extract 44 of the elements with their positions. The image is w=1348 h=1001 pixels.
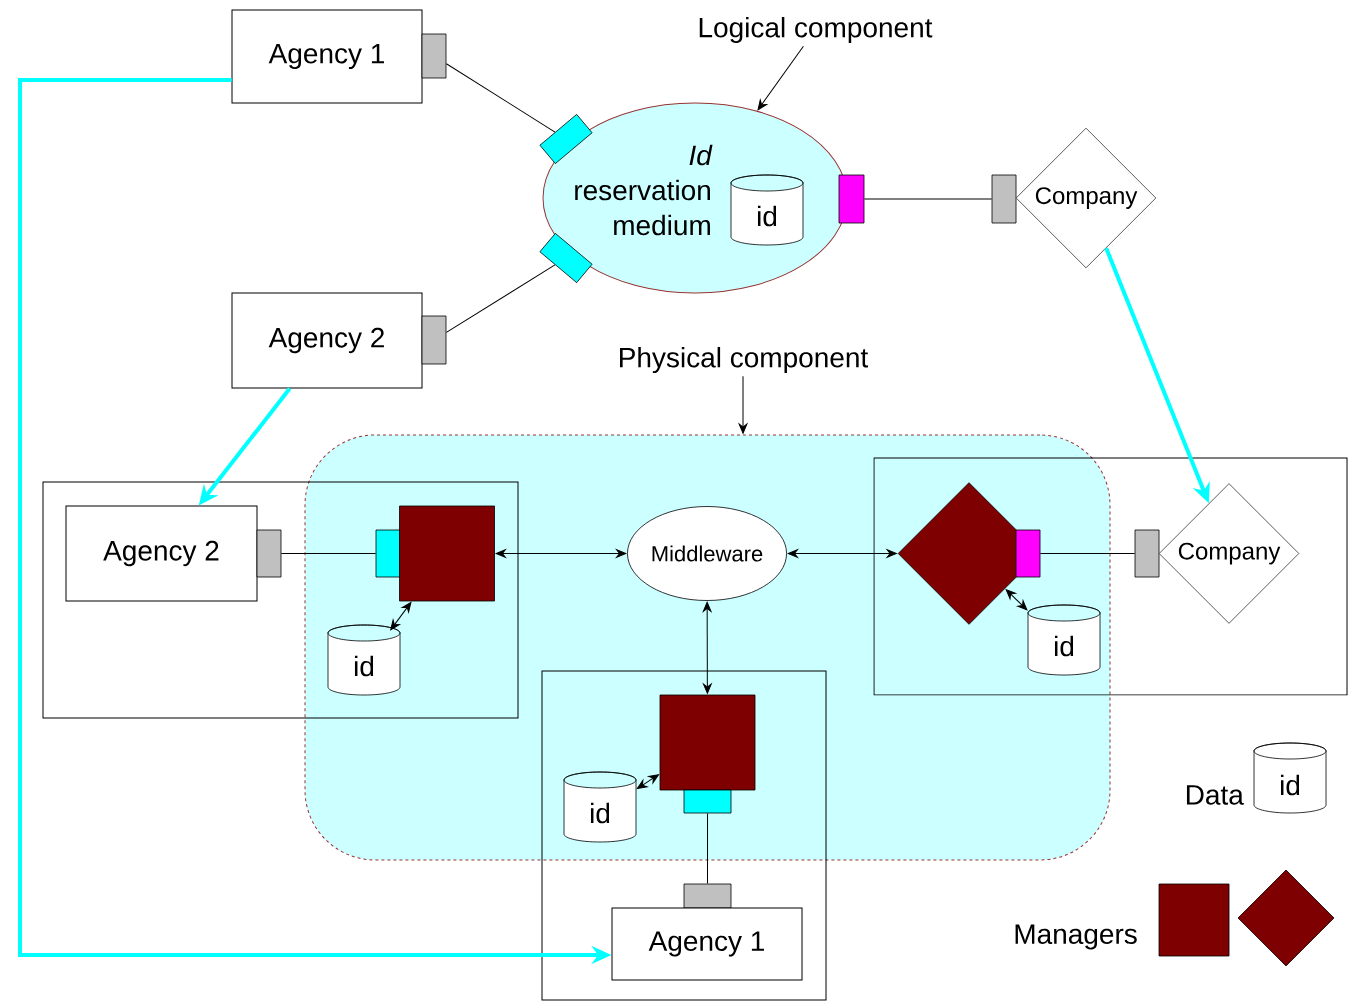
connector-line [1039, 553, 1136, 554]
connector-line [863, 198, 993, 200]
port [838, 174, 865, 224]
arrow [787, 549, 897, 558]
database-cylinder: id [327, 624, 401, 696]
database-cylinder: id [563, 771, 637, 843]
agency-box: Agency 1 [231, 9, 423, 104]
connector-line [445, 264, 556, 333]
manager-square [659, 694, 756, 791]
container-box [541, 670, 827, 1001]
component-label: Physical component [620, 346, 869, 374]
container-box [873, 457, 1348, 696]
connector-line [445, 63, 556, 133]
port [1134, 529, 1160, 578]
arrow [1005, 589, 1028, 611]
arrow [495, 549, 627, 558]
port [421, 33, 447, 79]
port [421, 315, 447, 365]
legend-label: Data [1186, 785, 1244, 805]
connector-line [280, 553, 377, 554]
database-cylinder: id [1027, 604, 1101, 676]
arrow [636, 774, 659, 790]
component-label: Logical component [699, 16, 933, 44]
database-cylinder: id [730, 174, 804, 246]
arrow [757, 45, 804, 111]
container-box [42, 481, 519, 719]
port [256, 529, 282, 578]
port [683, 789, 732, 814]
legend-label: Managers [1015, 924, 1137, 950]
arrow [390, 601, 412, 631]
agency-box: Agency 2 [65, 505, 258, 602]
arrow [738, 375, 748, 434]
port [539, 233, 593, 283]
connector-line [707, 812, 708, 885]
database-cylinder: id [1253, 742, 1327, 814]
port [683, 883, 732, 909]
port [991, 174, 1017, 224]
agency-box: Agency 1 [611, 907, 803, 981]
ellipse-label: Id reservation medium [575, 144, 713, 236]
port [539, 113, 593, 164]
port [375, 529, 401, 578]
arrow [702, 601, 712, 694]
agency-box: Agency 2 [231, 292, 423, 389]
manager-square [399, 505, 495, 602]
